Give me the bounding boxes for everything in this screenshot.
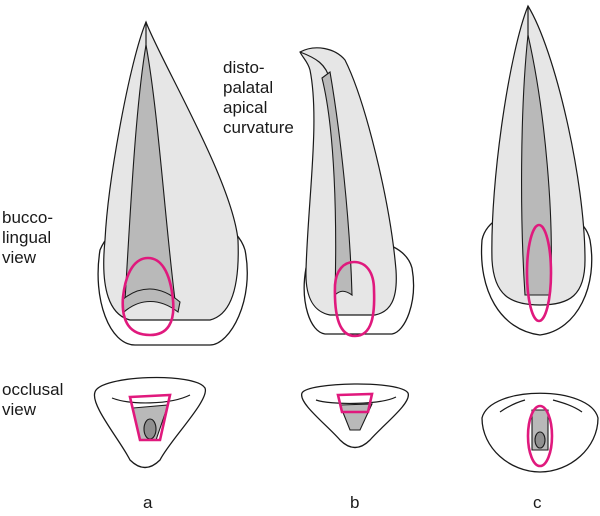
tooth-c-occlusal-ridge-left [499, 399, 526, 413]
tooth-c-occlusal-ridge-right [552, 399, 583, 413]
tooth-a-occlusal-ridge [111, 394, 191, 404]
curvature-label-line: disto- [223, 58, 265, 77]
bucco-lingual-label-line: view [2, 248, 37, 267]
tooth-a-occlusal-access [128, 393, 172, 442]
occlusal-label-line: view [2, 400, 37, 419]
bucco-lingual-label-line: lingual [2, 228, 52, 247]
tooth-b-root [299, 47, 397, 316]
panel-label-b: b [350, 493, 360, 512]
tooth-b-occlusal-canal [339, 403, 373, 431]
tooth-a-access-outline [121, 256, 175, 337]
bucco-lingual-view-label: bucco- lingual view [2, 208, 53, 268]
tooth-c-occlusal-orifice [534, 431, 546, 449]
panel-label-c: c [533, 493, 542, 512]
tooth-a-occlusal [93, 376, 206, 469]
panel-label-a: a [143, 493, 153, 512]
curvature-label: disto- palatal apical curvature [223, 58, 294, 138]
occlusal-label-line: occlusal [2, 380, 64, 399]
tooth-b-access-outline [333, 260, 376, 338]
tooth-c-occlusal [481, 392, 599, 473]
curvature-label-line: palatal [223, 78, 274, 97]
tooth-a-pulp-chamber [121, 288, 181, 314]
tooth-c-occlusal-access [526, 404, 554, 468]
tooth-b-buccolingual [299, 47, 415, 338]
tooth-b-occlusal [301, 383, 409, 449]
occlusal-view-label: occlusal view [2, 380, 63, 420]
tooth-c-access-outline [525, 223, 553, 323]
tooth-b-occlusal-access [336, 392, 374, 414]
tooth-a-occlusal-orifice [143, 418, 157, 440]
curvature-label-line: apical [223, 98, 268, 117]
curvature-label-line: curvature [223, 118, 294, 137]
bucco-lingual-label-line: bucco- [2, 208, 54, 227]
tooth-b-occlusal-ridge [315, 396, 397, 405]
tooth-b-canal [321, 71, 353, 297]
tooth-c-buccolingual [480, 4, 593, 336]
tooth-a-buccolingual [97, 20, 248, 346]
